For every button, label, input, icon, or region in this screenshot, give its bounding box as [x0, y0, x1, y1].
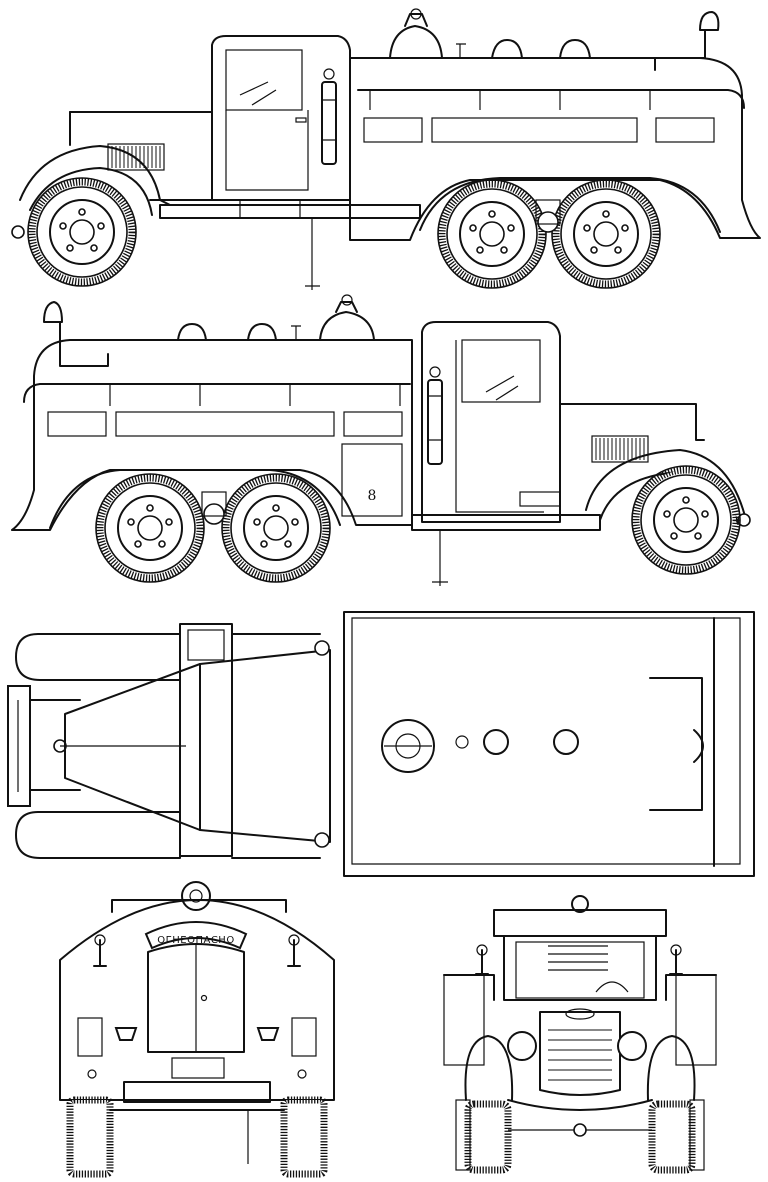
front-view — [443, 895, 717, 1174]
side-view-left: 8 — [11, 294, 751, 586]
warning-sign-text: ОГНЕОПАСНО — [157, 935, 234, 946]
top-view — [7, 611, 755, 877]
rear-view: ОГНЕОПАСНО — [59, 881, 335, 1178]
compartment-number: 8 — [368, 488, 377, 504]
side-view-right — [11, 8, 761, 290]
